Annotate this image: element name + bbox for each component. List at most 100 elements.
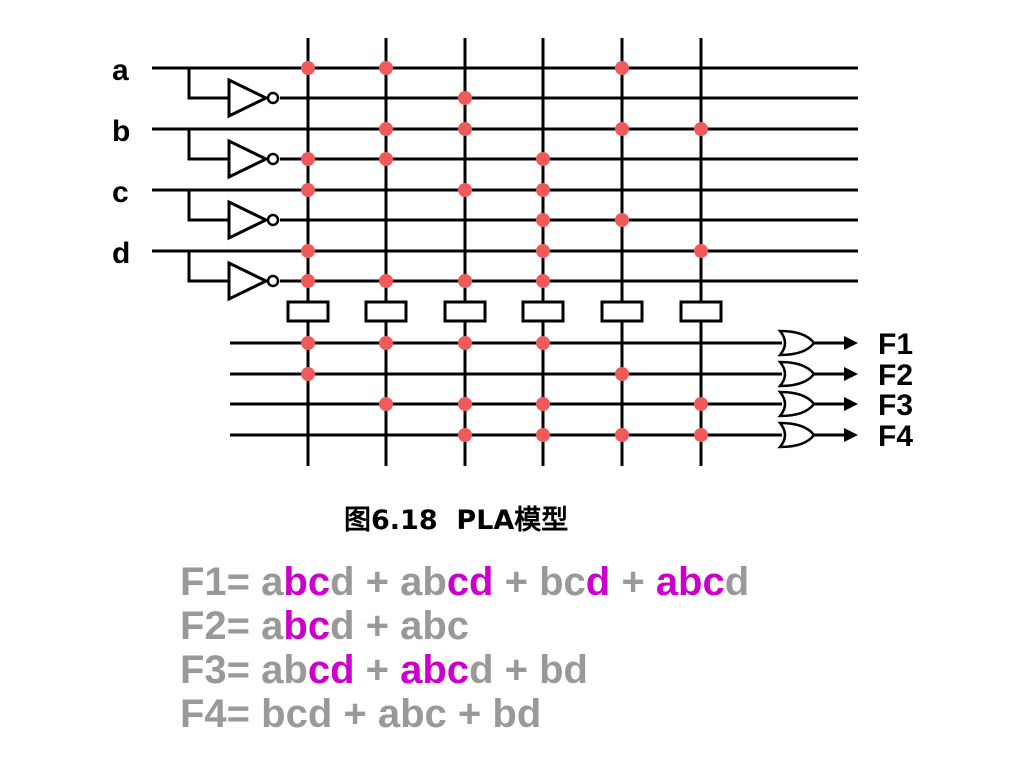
and-gate <box>286 300 330 323</box>
input-label: b <box>112 115 130 148</box>
and-connection-dot <box>379 61 393 75</box>
and-connection-dot <box>301 61 315 75</box>
plus-operator: + <box>354 604 401 648</box>
branch-wire <box>187 190 229 222</box>
or-connection-dot <box>458 397 472 411</box>
and-connection-dot <box>694 244 708 258</box>
term-variables: ab <box>400 560 447 604</box>
term-variables: d <box>330 604 355 648</box>
plus-operator: + <box>493 648 540 692</box>
and-connection-dot <box>301 274 315 288</box>
or-connection-dot <box>301 367 315 381</box>
or-gate-symbol <box>777 421 816 449</box>
and-connection-dot <box>458 122 472 136</box>
output-label: F4 <box>878 420 913 453</box>
plus-operator: + <box>354 560 401 604</box>
equation-label: F4= <box>180 692 262 736</box>
plus-operator: + <box>610 560 656 604</box>
branch-wire <box>187 251 229 283</box>
term-variables: bd <box>539 648 588 692</box>
highlighted-variables: abc <box>655 560 725 604</box>
or-connection-dot <box>536 397 550 411</box>
highlighted-variables: d <box>585 560 611 604</box>
term-variables: d <box>724 560 750 604</box>
and-connection-dot <box>458 91 472 105</box>
and-connection-dot <box>458 183 472 197</box>
term-variables: a <box>261 560 284 604</box>
term-variables: bd <box>492 692 542 736</box>
and-connection-dot <box>301 244 315 258</box>
highlighted-variables: cd <box>307 648 355 692</box>
output-arrow <box>844 367 858 381</box>
and-gate <box>600 300 644 323</box>
and-connection-dot <box>536 213 550 227</box>
or-connection-dot <box>379 336 393 350</box>
and-connection-dot <box>301 152 315 166</box>
and-connection-dot <box>379 152 393 166</box>
or-connection-dot <box>694 397 708 411</box>
highlighted-variables: cd <box>446 560 494 604</box>
figure-caption: 图6.18 PLA模型 <box>344 505 569 536</box>
and-connection-dot <box>536 244 550 258</box>
term-variables: bc <box>539 560 586 604</box>
term-variables: bcd <box>261 692 333 736</box>
or-connection-dot <box>536 336 550 350</box>
equation-line: F3= abcd + abcd + bd <box>180 648 749 692</box>
and-connection-dot <box>536 183 550 197</box>
and-gate <box>679 300 723 323</box>
and-connection-dot <box>536 152 550 166</box>
term-variables: d <box>330 560 355 604</box>
and-connection-dot <box>458 274 472 288</box>
highlighted-variables: abc <box>400 648 470 692</box>
inverter-symbol <box>227 260 270 302</box>
and-gate <box>364 300 408 323</box>
inverter-bubble <box>266 91 280 105</box>
inverter-symbol <box>227 138 270 180</box>
branch-wire <box>187 129 229 161</box>
output-label: F1 <box>878 328 913 361</box>
output-arrow <box>844 336 858 350</box>
output-arrow <box>844 428 858 442</box>
plus-operator: + <box>446 692 493 736</box>
or-gate-symbol <box>777 360 816 388</box>
highlighted-variables: bc <box>283 560 331 604</box>
plus-operator: + <box>493 560 540 604</box>
inverter-symbol <box>227 77 270 119</box>
inverter-symbol <box>227 199 270 241</box>
and-connection-dot <box>615 213 629 227</box>
equation-label: F1= <box>180 560 262 604</box>
and-connection-dot <box>379 122 393 136</box>
and-connection-dot <box>379 274 393 288</box>
and-gate <box>521 300 565 323</box>
input-label: c <box>112 176 129 209</box>
or-connection-dot <box>536 428 550 442</box>
and-gate <box>443 300 487 323</box>
or-connection-dot <box>379 397 393 411</box>
or-connection-dot <box>458 428 472 442</box>
equation-label: F3= <box>180 648 262 692</box>
and-connection-dot <box>694 122 708 136</box>
and-connection-dot <box>615 61 629 75</box>
output-arrow <box>844 397 858 411</box>
or-connection-dot <box>458 336 472 350</box>
input-label: a <box>112 54 129 87</box>
term-variables: a <box>261 604 284 648</box>
and-connection-dot <box>301 183 315 197</box>
or-gate-symbol <box>777 390 816 418</box>
plus-operator: + <box>332 692 378 736</box>
or-connection-dot <box>615 367 629 381</box>
plus-operator: + <box>354 648 401 692</box>
output-label: F3 <box>878 389 913 422</box>
term-variables: ab <box>261 648 308 692</box>
or-connection-dot <box>301 336 315 350</box>
equation-line: F4= bcd + abc + bd <box>180 692 749 736</box>
and-connection-dot <box>536 274 550 288</box>
or-connection-dot <box>694 428 708 442</box>
output-label: F2 <box>878 359 913 392</box>
input-label: d <box>112 237 130 270</box>
equation-line: F2= abcd + abc <box>180 604 749 648</box>
term-variables: abc <box>377 692 447 736</box>
highlighted-variables: bc <box>283 604 331 648</box>
